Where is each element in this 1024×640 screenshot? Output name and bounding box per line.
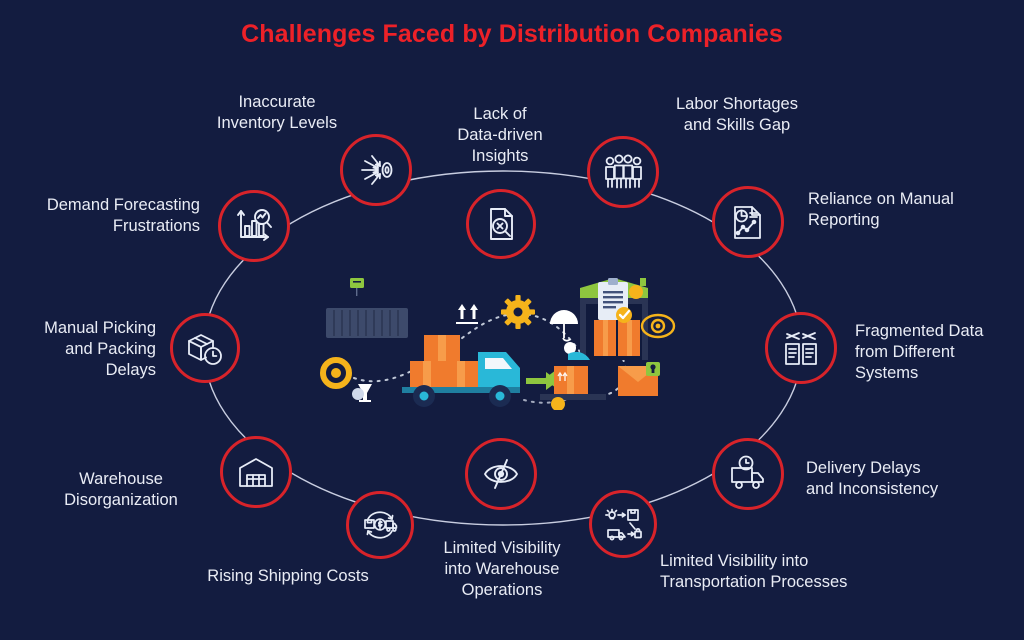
bar-chart-magnifier-icon <box>234 206 274 246</box>
scatter-arrows-target-icon <box>356 150 396 190</box>
node-shipping-costs[interactable] <box>346 491 414 559</box>
node-lack-of-insights[interactable] <box>466 189 536 259</box>
report-chart-document-icon <box>728 202 768 242</box>
package-clock-icon <box>185 328 225 368</box>
label-manual-reporting: Reliance on Manual Reporting <box>808 190 954 229</box>
warehouse-building-icon <box>236 452 276 492</box>
document-magnifier-x-icon <box>482 205 520 243</box>
node-demand-forecasting[interactable] <box>218 190 290 262</box>
label-labor-shortages: Labor Shortages and Skills Gap <box>675 95 798 134</box>
label-delivery-delays: Delivery Delays and Inconsistency <box>806 459 939 498</box>
label-demand-forecasting: Demand Forecasting Frustrations <box>46 196 200 235</box>
label-warehouse-visibility: Limited Visibility into Warehouse Operat… <box>443 539 561 599</box>
node-labor-shortages[interactable] <box>587 136 659 208</box>
logistics-distribution-illustration <box>320 278 676 410</box>
label-fragmented-data: Fragmented Data from Different Systems <box>855 322 984 382</box>
label-transport-visibility: Limited Visibility into Transportation P… <box>660 552 848 591</box>
page-title: Challenges Faced by Distribution Compani… <box>241 20 783 48</box>
label-lack-of-insights: Lack of Data-driven Insights <box>457 105 543 165</box>
node-fragmented-data[interactable] <box>765 312 837 384</box>
split-documents-icon <box>781 328 821 368</box>
truck-clock-icon <box>728 454 768 494</box>
node-picking-packing-delays[interactable] <box>170 313 240 383</box>
node-warehouse-visibility[interactable] <box>465 438 537 510</box>
label-shipping-costs: Rising Shipping Costs <box>207 567 369 585</box>
node-transport-visibility[interactable] <box>589 490 657 558</box>
node-manual-reporting[interactable] <box>712 186 784 258</box>
people-group-icon <box>602 151 644 193</box>
eye-slash-icon <box>481 454 521 494</box>
label-inaccurate-inventory: Inaccurate Inventory Levels <box>216 93 338 132</box>
node-warehouse-disorganization[interactable] <box>220 436 292 508</box>
cost-cycle-truck-icon <box>361 506 399 544</box>
label-picking-packing-delays: Manual Picking and Packing Delays <box>44 319 156 379</box>
label-warehouse-disorganization: Warehouse Disorganization <box>64 470 178 509</box>
node-delivery-delays[interactable] <box>712 438 784 510</box>
supply-chain-flow-icon <box>604 505 642 543</box>
node-inaccurate-inventory[interactable] <box>340 134 412 206</box>
